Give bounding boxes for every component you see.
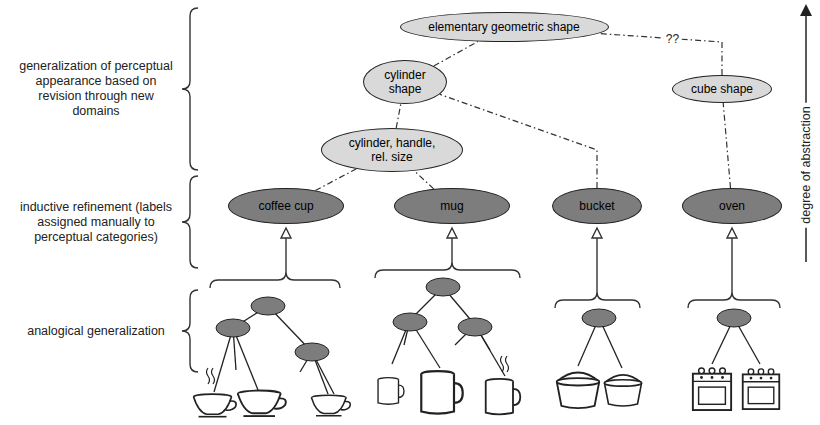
generalization-link: [414, 171, 433, 189]
node-text: mug: [440, 199, 463, 213]
generalization-tree: [214, 287, 760, 394]
section-brace: [182, 8, 198, 372]
node-text: cylinder shape: [378, 68, 433, 96]
node-text: elementary geometric shape: [428, 20, 579, 34]
abstraction-ellipse: elementary geometric shape: [400, 12, 609, 42]
abstraction-ellipse: cylinder shape: [363, 60, 447, 104]
abstraction-ellipse: cylinder, handle, rel. size: [321, 128, 463, 172]
label-ellipse: bucket: [552, 188, 642, 224]
node-text: bucket: [579, 199, 614, 213]
level-label: generalization of perceptual appearance …: [14, 59, 178, 119]
abstraction-ellipse: cube shape: [672, 75, 772, 103]
generalization-link: [315, 169, 356, 191]
generalization-link: [440, 94, 597, 188]
label-ellipse: oven: [682, 188, 782, 224]
level-label: analogical generalization: [14, 324, 178, 339]
axis-label: degree of abstraction: [799, 102, 814, 227]
node-text: cube shape: [691, 82, 753, 96]
object-picture: [194, 368, 780, 417]
node-text: coffee cup: [258, 199, 313, 213]
refinement-arrow: [281, 228, 737, 292]
generalization-link: [598, 34, 722, 76]
generalization-link: [723, 103, 730, 188]
node-text: oven: [719, 199, 745, 213]
steam-mark: [207, 356, 509, 384]
group-brace: [210, 262, 780, 308]
label-ellipse: mug: [394, 188, 510, 224]
generalization-link: [434, 42, 478, 67]
category-ellipse: [216, 278, 751, 361]
label-ellipse: coffee cup: [228, 188, 344, 224]
generalization-link: [396, 104, 401, 128]
level-label: inductive refinement (labels assigned ma…: [14, 200, 178, 245]
edge-label: ??: [664, 32, 681, 46]
node-text: cylinder, handle, rel. size: [342, 136, 442, 164]
